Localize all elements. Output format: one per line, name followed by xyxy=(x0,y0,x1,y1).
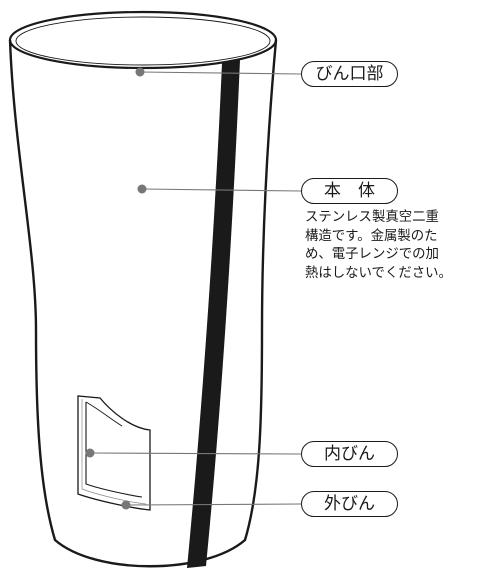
leader-body xyxy=(137,184,302,194)
leader-body-dot xyxy=(137,184,147,194)
label-outer-bottle: 外びん xyxy=(301,491,398,517)
leader-outer-bottle xyxy=(121,500,302,510)
label-body: 本 体 xyxy=(301,178,398,204)
leader-mouth xyxy=(135,67,302,77)
leader-inner-dot xyxy=(85,448,95,458)
body-description-line: 熱はしないでください。 xyxy=(305,265,452,281)
body-description-line: ステンレス製真空二重 xyxy=(305,210,439,225)
tumbler-body-outline xyxy=(8,39,278,568)
leader-inner-bottle xyxy=(85,448,302,458)
tumbler-rim xyxy=(8,10,278,70)
body-description: ステンレス製真空二重 構造です。金属製のた め、電子レンジでの加 熱はしないでく… xyxy=(305,209,485,283)
leader-mouth-dot xyxy=(135,67,145,77)
tumbler-stripe xyxy=(187,60,240,568)
label-mouth: びん口部 xyxy=(301,61,398,87)
cutaway-wall-gap xyxy=(81,399,147,505)
leader-outer-dot xyxy=(121,500,131,510)
body-description-line: め、電子レンジでの加 xyxy=(305,247,439,263)
body-description-line: 構造です。金属製のた xyxy=(305,228,438,244)
cutaway-inner-wall xyxy=(85,402,143,498)
label-inner-bottle: 内びん xyxy=(301,441,398,467)
tumbler-inner-rim xyxy=(15,16,271,66)
cutaway-inner-wall-top xyxy=(85,401,123,427)
